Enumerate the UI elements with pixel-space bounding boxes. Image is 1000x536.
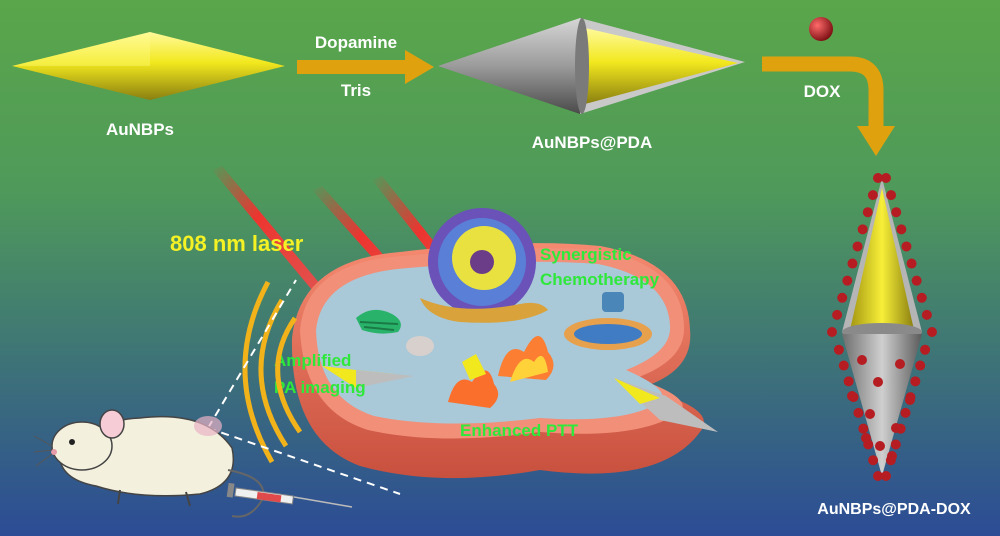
dox-dot: [827, 327, 837, 337]
dox-loaded-nanobipyramid-icon: [842, 178, 922, 476]
dopamine-label: Dopamine: [315, 33, 397, 52]
mouse-icon: [33, 409, 265, 518]
dox-dot: [873, 377, 883, 387]
dox-dot: [920, 344, 931, 355]
dox-dot: [911, 275, 922, 286]
reaction-arrow-1: [297, 50, 434, 84]
dox-dot: [891, 207, 902, 218]
dox-dot: [865, 409, 875, 419]
dox-dot: [852, 241, 863, 252]
chemotherapy-label: Chemotherapy: [540, 270, 660, 289]
pa-imaging-label: PA imaging: [274, 378, 366, 397]
nanobipyramid-icon: [12, 32, 285, 100]
dox-dot: [843, 376, 854, 387]
aunbps-pda-label: AuNBPs@PDA: [532, 133, 652, 152]
dox-dot: [858, 423, 869, 434]
cell-icon: [291, 208, 718, 479]
aunbps-label: AuNBPs: [106, 120, 174, 139]
tris-label: Tris: [341, 81, 371, 100]
dox-dot: [853, 407, 864, 418]
dox-dot: [838, 360, 849, 371]
dox-dot: [905, 395, 915, 405]
dox-dot: [868, 455, 879, 466]
dox-molecule-icon: [809, 17, 833, 41]
zoom-connector-lines: [207, 279, 401, 495]
dox-dot: [927, 327, 937, 337]
dox-dot: [833, 344, 844, 355]
dox-dot: [891, 423, 901, 433]
dox-dot: [881, 471, 891, 481]
laser-label: 808 nm laser: [170, 231, 304, 256]
pda-coated-nanobipyramid-icon: [438, 18, 745, 114]
dox-dot: [886, 190, 897, 201]
enhanced-ptt-label: Enhanced PTT: [460, 421, 579, 440]
dox-dot: [832, 309, 843, 320]
dox-dot: [921, 309, 932, 320]
dox-dot: [862, 207, 873, 218]
dox-dot: [906, 258, 917, 269]
dox-dot: [873, 173, 883, 183]
dox-dot: [857, 224, 868, 235]
dox-dot: [867, 190, 878, 201]
dox-dot: [890, 439, 901, 450]
dox-dot: [837, 292, 848, 303]
dox-dot: [857, 355, 867, 365]
aunbps-pda-dox-label: AuNBPs@PDA-DOX: [817, 501, 971, 518]
dox-molecules: [827, 173, 937, 481]
dox-dot: [900, 407, 911, 418]
dox-dot: [887, 451, 897, 461]
dox-dot: [896, 224, 907, 235]
dox-arrow: [762, 56, 895, 156]
dox-dot: [873, 471, 883, 481]
dox-dot: [842, 275, 853, 286]
dox-dot: [901, 241, 912, 252]
dox-dot: [895, 359, 905, 369]
dox-dot: [847, 391, 857, 401]
dox-dot: [861, 433, 871, 443]
dox-dot: [847, 258, 858, 269]
dox-dot: [875, 441, 885, 451]
dox-label: DOX: [804, 82, 842, 101]
dox-dot: [915, 360, 926, 371]
amplified-label: Amplified: [274, 351, 351, 370]
dox-dot: [881, 173, 891, 183]
syringe-icon: [226, 482, 353, 508]
dox-dot: [916, 292, 927, 303]
dox-dot: [910, 376, 921, 387]
synergistic-label: Synergistic: [540, 245, 632, 264]
